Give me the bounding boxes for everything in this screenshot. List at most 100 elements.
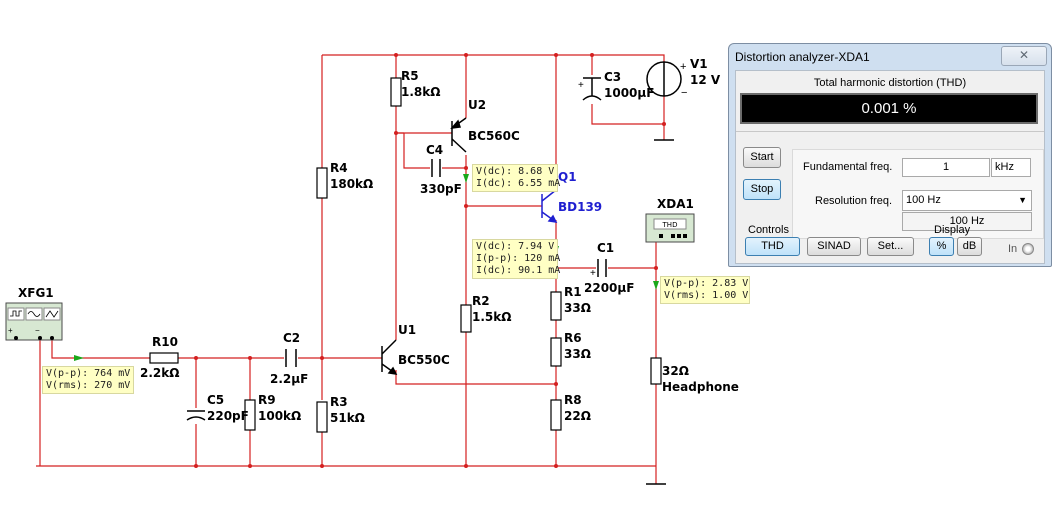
junction-dots <box>194 53 666 468</box>
c4-value: 330pF <box>420 182 462 196</box>
svg-text:+: + <box>590 268 596 279</box>
db-button[interactable]: dB <box>957 237 982 256</box>
u2-transistor[interactable] <box>450 117 467 153</box>
probe-line: V(p-p): 2.83 V <box>664 278 749 289</box>
window-title: Distortion analyzer-XDA1 <box>735 50 870 64</box>
q1-value: BD139 <box>558 200 602 214</box>
q1-transistor[interactable] <box>541 189 558 223</box>
frequency-settings: Fundamental freq. 1 kHz Resolution freq.… <box>792 149 1044 239</box>
svg-text:−: − <box>681 87 687 99</box>
u1-name: U1 <box>398 323 416 337</box>
c3-name: C3 <box>604 70 621 84</box>
thd-readout: 0.001 % <box>740 93 1038 124</box>
xda1-label: XDA1 <box>657 197 694 211</box>
resolution-readout: 100 Hz <box>902 212 1032 231</box>
r9-value: 100kΩ <box>258 409 301 423</box>
r5-value: 1.8kΩ <box>401 85 440 99</box>
headphone-name: Headphone <box>662 380 739 394</box>
svg-text:+: + <box>8 326 13 335</box>
c5-capacitor[interactable] <box>186 410 206 421</box>
r10-resistor[interactable] <box>149 352 179 364</box>
r5-resistor[interactable] <box>390 77 402 107</box>
headphone-value: 32Ω <box>662 364 689 378</box>
r4-value: 180kΩ <box>330 177 373 191</box>
c1-name: C1 <box>597 241 614 255</box>
close-icon: ✕ <box>1018 48 1030 62</box>
r2-resistor[interactable] <box>460 304 472 333</box>
r4-resistor[interactable] <box>316 167 328 199</box>
resolution-selected: 100 Hz <box>906 194 941 206</box>
r3-resistor[interactable] <box>316 401 328 433</box>
fundamental-label: Fundamental freq. <box>803 161 893 173</box>
stop-button[interactable]: Stop <box>743 179 781 200</box>
set-button[interactable]: Set... <box>867 237 914 256</box>
c3-capacitor[interactable]: + <box>578 77 602 101</box>
sinad-button[interactable]: SINAD <box>807 237 861 256</box>
chevron-down-icon: ▼ <box>1018 195 1027 205</box>
wires <box>36 54 665 484</box>
v1-name: V1 <box>690 57 708 71</box>
xfg1-label: XFG1 <box>18 286 54 300</box>
probe-line: V(dc): 8.68 V <box>476 166 555 177</box>
distortion-analyzer-xda1[interactable]: THD <box>645 213 695 243</box>
r1-name: R1 <box>564 285 582 299</box>
r5-name: R5 <box>401 69 419 83</box>
r10-value: 2.2kΩ <box>140 366 179 380</box>
c4-name: C4 <box>426 143 443 157</box>
fundamental-input[interactable]: 1 <box>902 158 990 177</box>
u1-transistor[interactable] <box>381 339 398 375</box>
resolution-label: Resolution freq. <box>815 195 893 207</box>
analyzer-panel: Total harmonic distortion (THD) 0.001 % … <box>735 70 1045 264</box>
function-generator-xfg1[interactable]: +− <box>5 302 63 341</box>
svg-text:+: + <box>578 80 584 91</box>
r8-value: 22Ω <box>564 409 591 423</box>
r3-value: 51kΩ <box>330 411 365 425</box>
c2-name: C2 <box>283 331 300 345</box>
c5-name: C5 <box>207 393 224 407</box>
thd-button[interactable]: THD <box>745 237 800 256</box>
close-button[interactable]: ✕ <box>1001 46 1047 66</box>
svg-text:+: + <box>680 61 686 73</box>
q1-name: Q1 <box>558 170 577 184</box>
c1-value: 2200µF <box>584 281 634 295</box>
probe-line: I(p-p): 120 mA <box>476 253 561 264</box>
start-button[interactable]: Start <box>743 147 781 168</box>
r6-resistor[interactable] <box>550 337 562 367</box>
r6-value: 33Ω <box>564 347 591 361</box>
r1-resistor[interactable] <box>550 291 562 321</box>
display-label: Display <box>934 224 971 236</box>
resolution-select[interactable]: 100 Hz ▼ <box>902 190 1032 211</box>
c3-value: 1000µF <box>604 86 654 100</box>
input-terminal-icon[interactable] <box>1022 243 1034 255</box>
r2-value: 1.5kΩ <box>472 310 511 324</box>
xda1-badge: THD <box>662 221 678 229</box>
r6-name: R6 <box>564 331 582 345</box>
r1-value: 33Ω <box>564 301 591 315</box>
c5-value: 220pF <box>207 409 249 423</box>
c2-value: 2.2µF <box>270 372 308 386</box>
v1-voltage-source[interactable]: + − <box>646 61 687 99</box>
r9-resistor[interactable] <box>244 399 256 431</box>
distortion-analyzer-window[interactable]: Distortion analyzer-XDA1 ✕ Total harmoni… <box>728 43 1052 267</box>
probe-line: V(rms): 1.00 V <box>664 290 749 301</box>
headphone-resistor[interactable] <box>650 357 662 385</box>
c1-capacitor[interactable]: + <box>590 259 607 279</box>
probe-line: V(dc): 7.94 V <box>476 241 555 252</box>
c4-capacitor[interactable] <box>431 159 441 177</box>
probe-line: V(p-p): 764 mV <box>46 368 131 379</box>
r8-resistor[interactable] <box>550 399 562 431</box>
u2-value: BC560C <box>468 129 520 143</box>
c2-capacitor[interactable] <box>285 349 297 367</box>
fundamental-unit[interactable]: kHz <box>991 158 1031 177</box>
svg-text:−: − <box>35 326 40 335</box>
percent-button[interactable]: % <box>929 237 954 256</box>
u2-name: U2 <box>468 98 486 112</box>
divider <box>736 131 1044 132</box>
controls-label: Controls <box>748 224 789 236</box>
probe-line: I(dc): 6.55 mA <box>476 178 561 189</box>
